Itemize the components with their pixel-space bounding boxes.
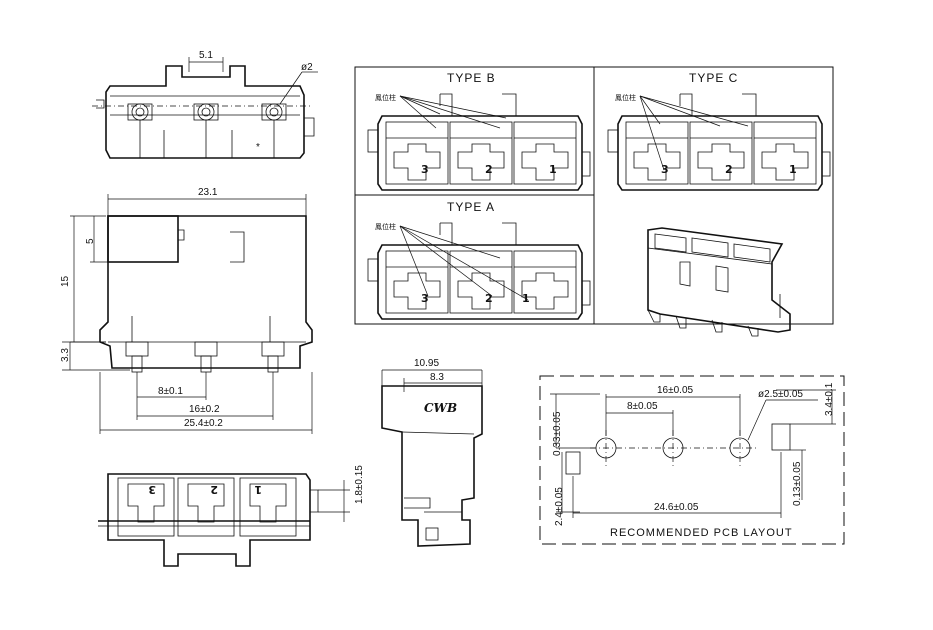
pcb-hole-label: ø2.5±0.05	[758, 389, 803, 400]
pcb-left-top: 0.33±0.05	[552, 411, 563, 456]
type-b-note: 鳳位柱	[375, 93, 396, 102]
bottom-number-1: 1	[254, 483, 262, 496]
type-panels	[354, 66, 834, 325]
type-b-num-1: 1	[549, 163, 557, 176]
top-pitch-label: 5.1	[199, 50, 213, 61]
top-hole-dia: ø2	[301, 62, 313, 73]
bottom-number-3: 3	[148, 483, 156, 496]
type-b-num-2: 2	[485, 163, 493, 176]
front-view: 23.1 15 5 3.3 8±0	[60, 187, 313, 434]
front-base-label: 25.4±0.2	[184, 418, 223, 429]
front-span-label: 16±0.2	[189, 404, 220, 415]
bottom-side-dim: 1.8±0.15	[354, 465, 365, 504]
type-a-num-3: 3	[421, 292, 429, 305]
type-c-num-3: 3	[661, 163, 669, 176]
pcb-layout: 16±0.05 8±0.05 ø2.5±0.05 3.4±0.1 0.13±0.…	[539, 375, 845, 545]
type-c-label: TYPE C	[689, 71, 738, 85]
type-c-num-2: 2	[725, 163, 733, 176]
type-b-panel: TYPE B 鳳位柱 3 2 1	[367, 71, 591, 191]
type-c-panel: TYPE C 鳳位柱 3 2 1	[607, 71, 831, 191]
top-view: 5.1 ø2 *	[92, 50, 318, 159]
type-a-panel: TYPE A 鳳位柱 3 2 1	[367, 200, 591, 320]
pcb-span-label: 16±0.05	[657, 385, 694, 396]
isometric-view	[647, 227, 791, 337]
pcb-pad-span: 24.6±0.05	[654, 502, 699, 513]
side-view: 10.95 8.3 CWB	[381, 358, 483, 547]
pcb-left-bottom: 2.4±0.05	[554, 487, 565, 526]
front-height-label: 15	[60, 275, 71, 287]
pcb-right-height: 3.4±0.1	[824, 382, 835, 416]
front-width-label: 23.1	[198, 187, 218, 198]
pcb-pitch-label: 8±0.05	[627, 401, 658, 412]
type-b-num-3: 3	[421, 163, 429, 176]
type-a-num-1: 1	[522, 292, 530, 305]
front-standoff-label: 3.3	[60, 348, 71, 362]
type-a-note: 鳳位柱	[375, 222, 396, 231]
front-pitch-label: 8±0.1	[158, 386, 183, 397]
side-inner-label: 8.3	[430, 372, 444, 383]
type-b-label: TYPE B	[447, 71, 496, 85]
pcb-right-low: 0.13±0.05	[792, 461, 803, 506]
bottom-number-2: 2	[210, 483, 218, 496]
front-upper-label: 5	[85, 238, 96, 244]
pcb-title: RECOMMENDED PCB LAYOUT	[610, 527, 793, 539]
bottom-view: 3 2 1 1.8±0.15	[98, 465, 365, 567]
type-c-note: 鳳位柱	[615, 93, 636, 102]
side-brand: CWB	[424, 401, 457, 415]
side-depth-label: 10.95	[414, 358, 439, 369]
type-a-label: TYPE A	[447, 200, 495, 214]
type-a-num-2: 2	[485, 292, 493, 305]
type-c-num-1: 1	[789, 163, 797, 176]
top-mark: *	[256, 142, 260, 153]
